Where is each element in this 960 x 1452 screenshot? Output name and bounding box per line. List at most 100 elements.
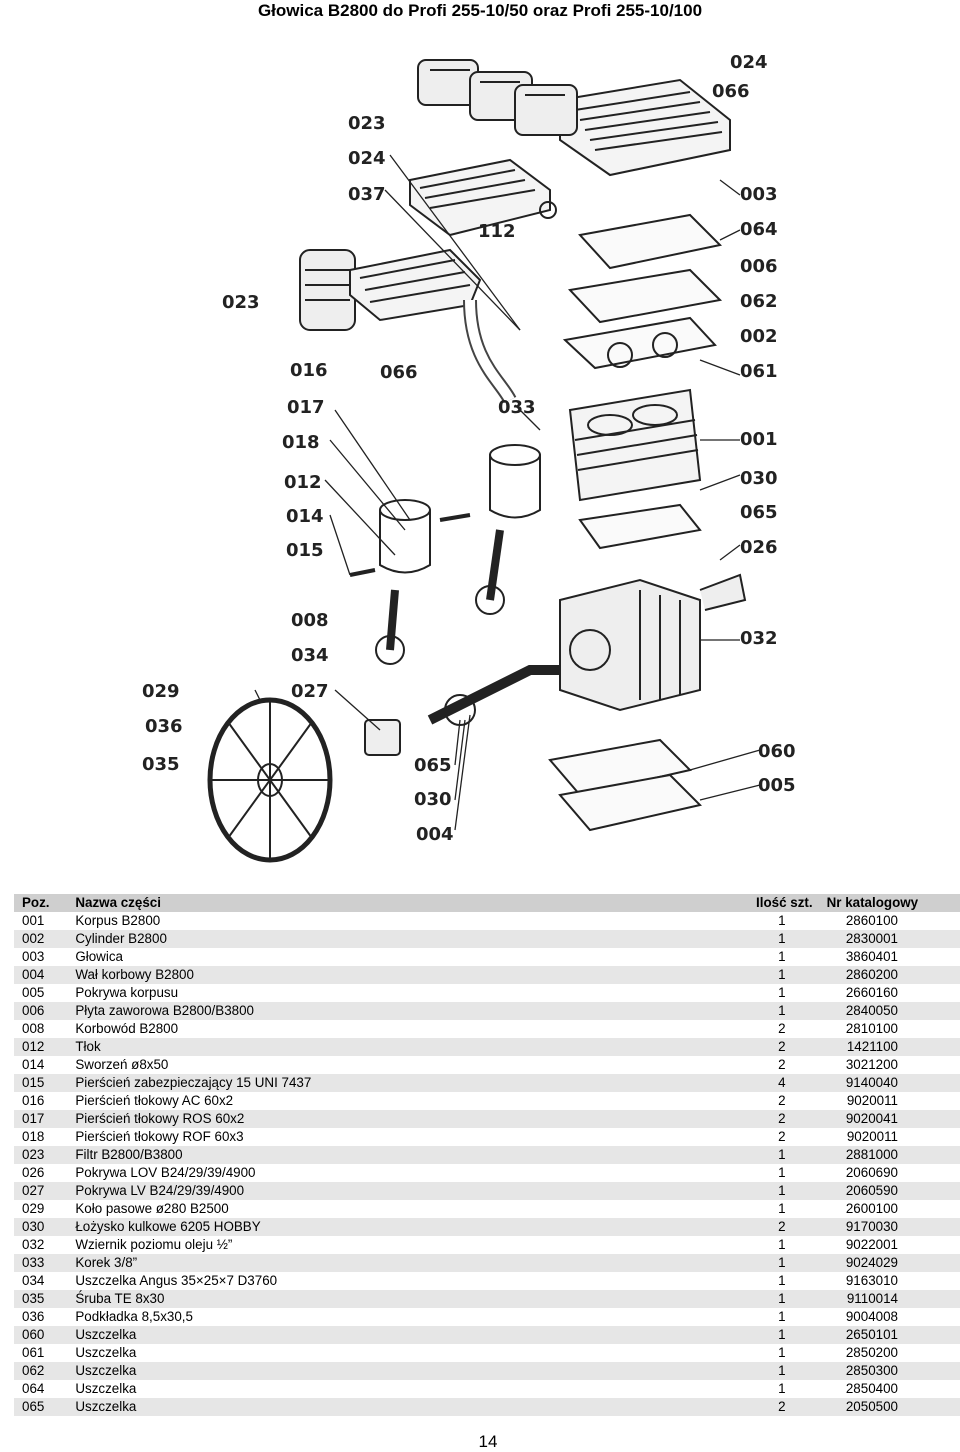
cell-position: 061 <box>22 1345 45 1360</box>
cell-position: 008 <box>22 1021 45 1036</box>
cell-quantity: 1 <box>778 1363 786 1378</box>
diagram-label: 014 <box>286 506 324 527</box>
valve-plate-gaskets-drawing <box>562 213 723 370</box>
pulley-drawing <box>207 697 333 863</box>
diagram-label: 066 <box>712 81 750 102</box>
diagram-label: 034 <box>291 645 329 666</box>
cell-part-name: Pierścień zabezpieczający 15 UNI 7437 <box>75 1075 312 1090</box>
diagram-label: 037 <box>348 184 386 205</box>
diagram-label: 018 <box>282 432 320 453</box>
cell-catalog-number: 2860200 <box>845 967 898 982</box>
cell-quantity: 1 <box>778 1309 786 1324</box>
cell-catalog-number: 2600100 <box>845 1201 898 1216</box>
diagram-label: 027 <box>291 681 329 702</box>
cell-part-name: Pokrywa korpusu <box>75 985 179 1000</box>
diagram-label: 030 <box>740 468 778 489</box>
cell-catalog-number: 9024029 <box>845 1255 898 1270</box>
diagram-label: 036 <box>145 716 183 737</box>
cell-catalog-number: 2850300 <box>845 1363 898 1378</box>
diagram-label: 024 <box>730 52 768 73</box>
cell-position: 006 <box>22 1003 45 1018</box>
cell-quantity: 1 <box>778 1255 786 1270</box>
diagram-label: 002 <box>740 326 778 347</box>
cell-quantity: 2 <box>778 1057 786 1072</box>
filter-left-drawing <box>299 249 356 331</box>
crankcase-drawing <box>559 573 747 712</box>
cell-position: 033 <box>22 1255 45 1270</box>
diagram-label: 029 <box>142 681 180 702</box>
diagram-label: 035 <box>142 754 180 775</box>
cell-position: 003 <box>22 949 45 964</box>
cell-catalog-number: 3021200 <box>845 1057 898 1072</box>
cell-catalog-number: 2060690 <box>845 1165 898 1180</box>
cell-position: 017 <box>22 1111 45 1126</box>
head-cover-drawing <box>559 78 731 177</box>
cell-part-name: Uszczelka <box>75 1363 137 1378</box>
cell-part-name: Śruba TE 8x30 <box>75 1291 165 1306</box>
cell-catalog-number: 9020041 <box>845 1111 898 1126</box>
exploded-view-diagram: 024 066 003 064 006 062 002 061 001 030 … <box>142 52 796 863</box>
diagram-label: 012 <box>284 472 322 493</box>
cell-catalog-number: 9110014 <box>846 1291 898 1306</box>
cell-quantity: 1 <box>778 967 786 982</box>
cell-part-name: Uszczelka <box>75 1381 137 1396</box>
cell-position: 064 <box>22 1381 45 1396</box>
diagram-label: 026 <box>740 537 778 558</box>
cell-quantity: 1 <box>778 985 786 1000</box>
cell-quantity: 2 <box>778 1111 786 1126</box>
diagram-label: 060 <box>758 741 796 762</box>
cell-quantity: 2 <box>778 1039 786 1054</box>
cell-part-name: Uszczelka <box>75 1399 137 1414</box>
cell-quantity: 1 <box>778 1237 786 1252</box>
cell-part-name: Uszczelka <box>75 1345 137 1360</box>
cell-part-name: Koło pasowe ø280 B2500 <box>75 1201 229 1216</box>
cell-part-name: Podkładka 8,5x30,5 <box>75 1309 193 1324</box>
diagram-label: 016 <box>290 360 328 381</box>
table-header-row: Poz. Nazwa części Ilość szt. Nr katalogo… <box>14 894 960 912</box>
cell-position: 005 <box>22 985 45 1000</box>
cell-catalog-number: 9022001 <box>845 1237 898 1252</box>
diagram-label: 065 <box>740 502 778 523</box>
cell-position: 027 <box>22 1183 45 1198</box>
cell-part-name: Uszczelka Angus 35×25×7 D3760 <box>75 1273 278 1288</box>
cell-part-name: Głowica <box>75 949 123 964</box>
cell-catalog-number: 9170030 <box>845 1219 898 1234</box>
cell-part-name: Płyta zaworowa B2800/B3800 <box>75 1003 254 1018</box>
cell-part-name: Filtr B2800/B3800 <box>75 1147 183 1162</box>
cell-position: 002 <box>22 931 45 946</box>
cell-quantity: 1 <box>778 1147 786 1162</box>
diagram-label: 015 <box>286 540 324 561</box>
cell-catalog-number: 2830001 <box>845 931 898 946</box>
cell-position: 062 <box>22 1363 45 1378</box>
head-cover-3-drawing <box>349 248 482 322</box>
diagram-label: 066 <box>380 362 418 383</box>
cell-part-name: Korbowód B2800 <box>75 1021 179 1036</box>
connecting-rods-drawing <box>375 529 505 665</box>
header-quantity: Ilość szt. <box>756 895 813 910</box>
cell-part-name: Korek 3/8” <box>75 1255 138 1270</box>
diagram-label: 023 <box>222 292 260 313</box>
diagram-label: 112 <box>478 221 516 242</box>
cell-catalog-number: 9004008 <box>845 1309 898 1324</box>
header-catalog-number: Nr katalogowy <box>826 895 919 910</box>
cell-position: 023 <box>22 1147 45 1162</box>
cell-position: 018 <box>22 1129 45 1144</box>
diagram-label: 033 <box>498 397 536 418</box>
cell-quantity: 2 <box>778 1129 786 1144</box>
table-row: 062 Uszczelka 1 2850300 <box>14 1362 960 1380</box>
cell-catalog-number: 2850400 <box>845 1381 898 1396</box>
